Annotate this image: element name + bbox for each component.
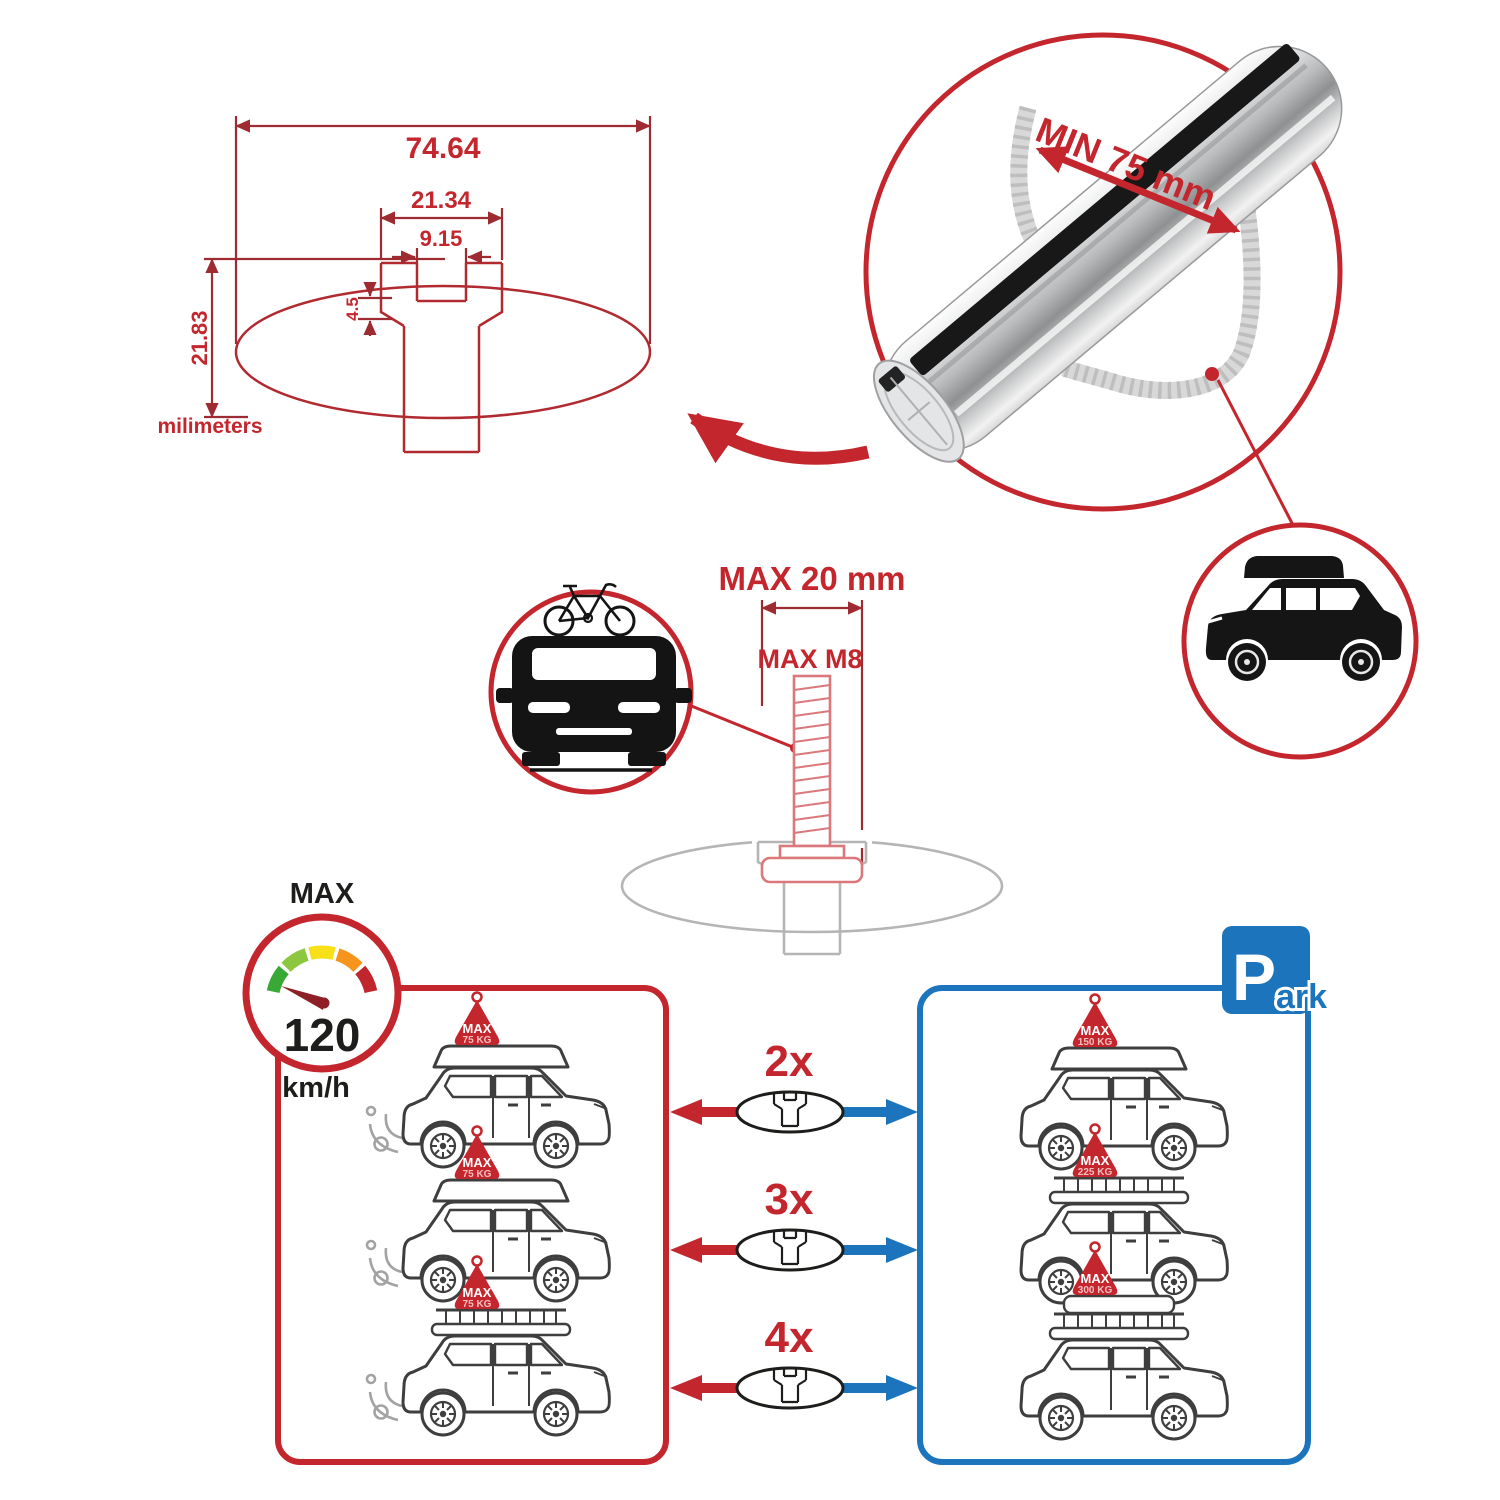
bar-count-row-1: 2x	[670, 1037, 918, 1134]
max-bolt-label: MAX M8	[757, 644, 862, 674]
suv-roofbox-circle	[1181, 522, 1419, 760]
bar-count-label: 3x	[765, 1175, 814, 1224]
parking-suffix: ark	[1276, 978, 1327, 1016]
speed-gauge	[266, 945, 378, 994]
bar-count-row-3: 4x	[670, 1313, 918, 1410]
units-label: milimeters	[157, 415, 262, 438]
bar-profile-ellipse	[234, 284, 652, 420]
speed-limit-badge: MAX 120 km/h	[242, 878, 402, 1104]
parked-car-2: MAX 225 KG	[1021, 1123, 1227, 1304]
grille	[556, 728, 632, 735]
bolt-diagram: MAX 20 mm MAX M8	[620, 560, 1004, 956]
ext-lines-lip	[358, 296, 392, 321]
left-mirror	[496, 688, 514, 703]
dim-total-width: 74.64	[405, 132, 480, 165]
speed-badge-ring	[242, 913, 402, 1073]
bolt-t-head	[760, 856, 864, 884]
tag-title: MAX	[463, 1021, 492, 1036]
tag-title: MAX	[1081, 1023, 1110, 1038]
driving-car-3: MAX 75 KG	[365, 1255, 609, 1436]
max-width-label: MAX 20 mm	[718, 560, 905, 597]
speed-max-label: MAX	[290, 878, 355, 910]
car-front-circle	[488, 583, 694, 795]
speed-value: 120	[284, 1009, 361, 1061]
max-load-tag: MAX 150 KG	[1071, 993, 1119, 1049]
dim-slot-inner: 9.15	[420, 226, 463, 251]
bike-icon	[543, 583, 636, 637]
min-span-arrow	[1035, 146, 1241, 234]
gauge-needle	[281, 986, 325, 1010]
max-load-tag: MAX 300 KG	[1071, 1241, 1119, 1297]
tag-title: MAX	[463, 1285, 492, 1300]
roof-cargo-box	[432, 1044, 570, 1069]
windshield	[532, 648, 656, 680]
roof-cargo-box	[1050, 1046, 1188, 1071]
dim-slot-outer: 21.34	[411, 187, 472, 214]
roof-cargo-box	[432, 1178, 570, 1203]
crossbar-detail-circle: MIN 75 mm	[863, 32, 1343, 512]
driving-car-1: MAX 75 KG	[365, 991, 609, 1168]
bar-end-face	[872, 359, 965, 463]
tag-value: 300 KG	[1078, 1285, 1113, 1296]
tag-value: 225 KG	[1078, 1167, 1113, 1178]
tag-value: 75 KG	[463, 1035, 492, 1046]
bar-count-label: 4x	[765, 1313, 814, 1362]
parking-sign-square	[1222, 926, 1310, 1014]
bar-count-label: 2x	[765, 1037, 814, 1086]
bolt-ext-lines	[760, 600, 864, 868]
bolt-pointer-line	[688, 703, 796, 750]
callout-dot	[1205, 367, 1219, 381]
max-load-tag: MAX 225 KG	[1071, 1123, 1119, 1179]
t-bolt	[760, 674, 864, 884]
max-load-tag: MAX 75 KG	[453, 1255, 501, 1311]
max-load-tag: MAX 75 KG	[453, 1125, 501, 1181]
suv-with-roofbox	[1205, 556, 1402, 681]
tag-value: 150 KG	[1078, 1037, 1113, 1048]
right-headlight	[618, 702, 660, 713]
car-front-icon	[496, 636, 692, 772]
ext-lines-total-width	[234, 116, 652, 344]
bolt-threads	[793, 684, 831, 834]
bar-cross-section-icon	[735, 1090, 845, 1134]
parked-car-3: MAX 300 KG	[1021, 1241, 1227, 1440]
parking-sign: P ark	[1222, 926, 1330, 1019]
bar-cross-section-icon	[735, 1366, 845, 1410]
speed-unit: km/h	[282, 1072, 350, 1104]
dim-total-height: 21.83	[187, 310, 212, 365]
max-load-tag: MAX 75 KG	[453, 991, 501, 1047]
bar-count-row-2: 3x	[670, 1175, 918, 1272]
parked-car-1: MAX 150 KG	[1021, 993, 1227, 1170]
right-mirror	[674, 688, 692, 703]
cross-section-diagram: 74.64 21.34 9.15 4.5 21.83 milimeters	[157, 116, 652, 454]
pointer-arrow-to-drawing	[687, 412, 870, 465]
circle-connector-line	[1216, 379, 1296, 528]
driving-car-2: MAX 75 KG	[365, 1125, 609, 1302]
bar-profile-channel	[379, 261, 504, 454]
suv-wheels	[1228, 643, 1380, 681]
tag-value: 75 KG	[463, 1299, 492, 1310]
tag-title: MAX	[1081, 1153, 1110, 1168]
dim-lip-height: 4.5	[343, 297, 362, 321]
ext-lines-slot-inner	[415, 248, 468, 263]
parking-letter: P	[1232, 940, 1276, 1014]
tag-title: MAX	[463, 1155, 492, 1170]
left-headlight	[528, 702, 570, 713]
bar-cross-section-icon	[735, 1228, 845, 1272]
tag-value: 75 KG	[463, 1169, 492, 1180]
roof-box	[1244, 556, 1344, 578]
tag-title: MAX	[1081, 1271, 1110, 1286]
